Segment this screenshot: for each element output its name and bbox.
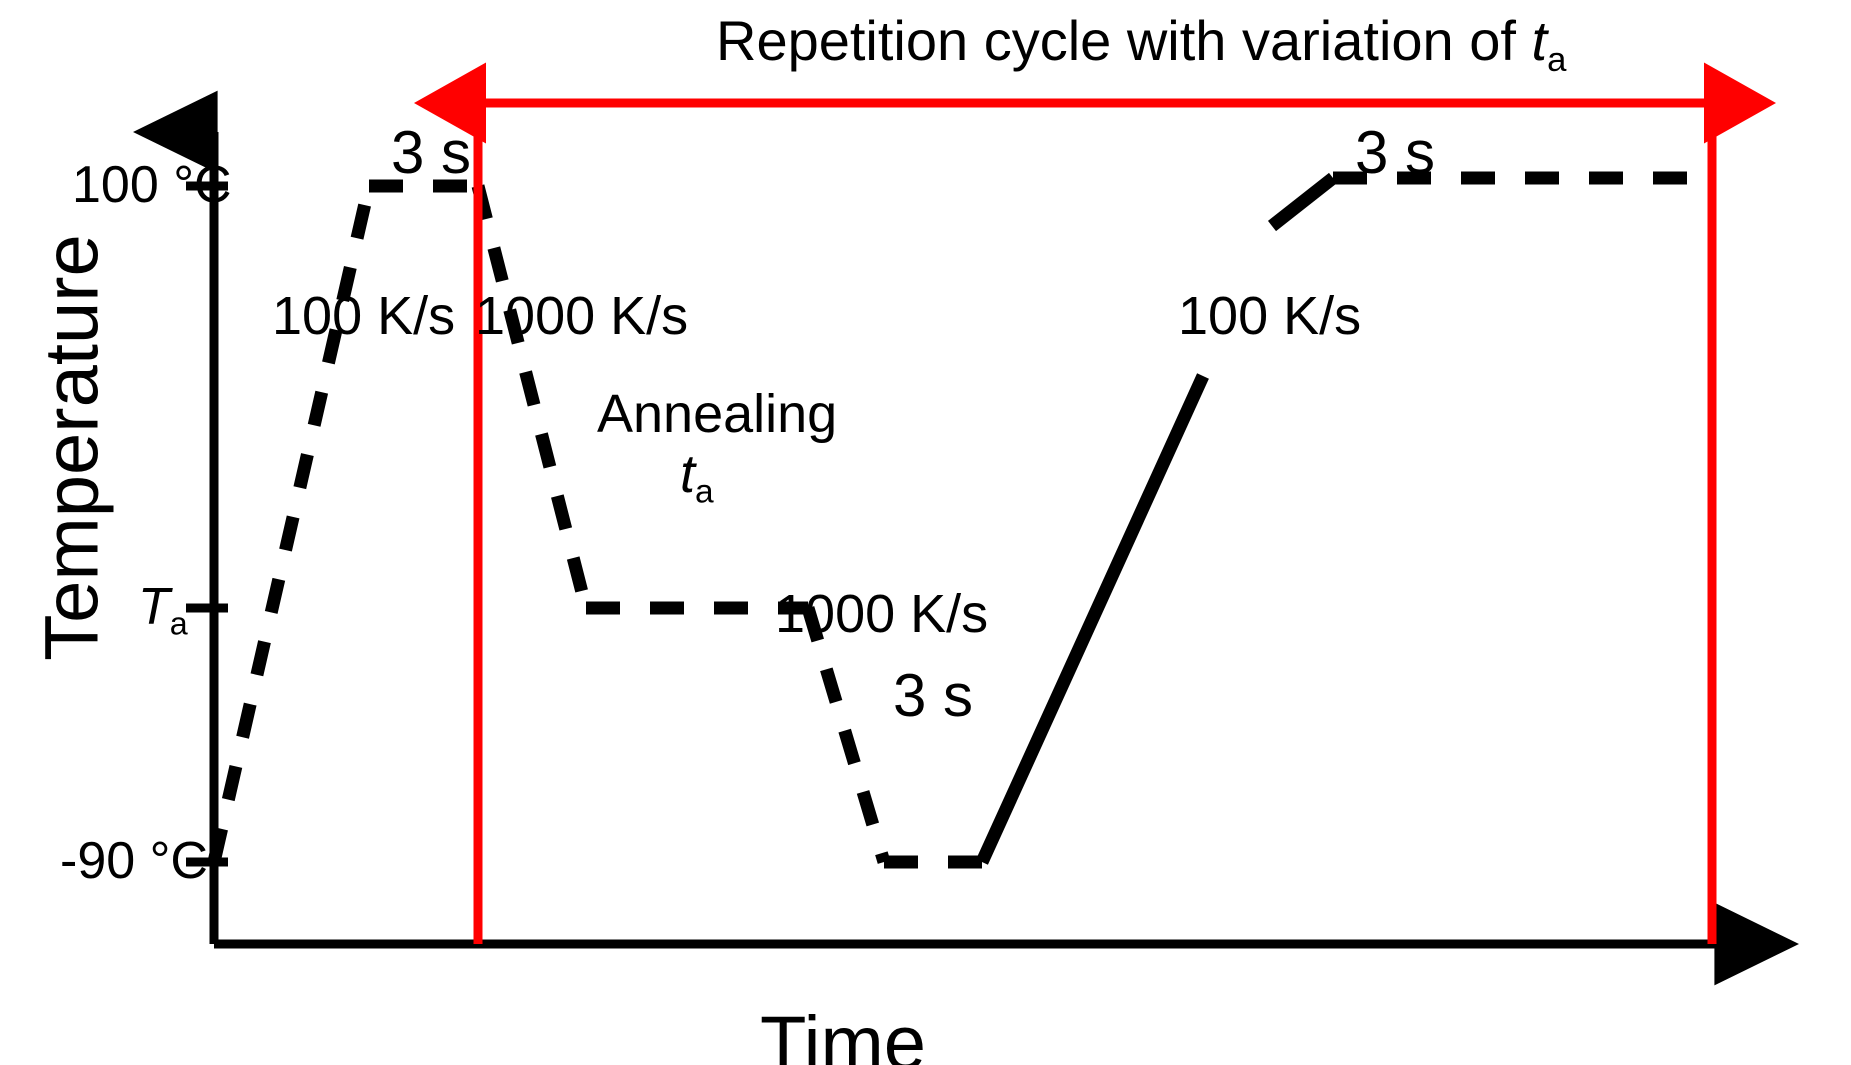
cycle-markers	[414, 62, 1776, 944]
chart-title: Repetition cycle with variation of ta	[716, 13, 1566, 78]
annotation-annealing: Annealing	[597, 384, 838, 444]
title-symbol: t	[1531, 9, 1548, 72]
annotation-hold-top-right: 3 s	[1355, 119, 1436, 186]
title-subscript: a	[1547, 41, 1567, 80]
y-tick-ta-symbol: T	[138, 578, 170, 636]
annotation-rate-heat-1: 100 K/s	[272, 286, 456, 346]
segment-cooling-2	[801, 606, 891, 864]
y-tick-label-minus90c: -90 °C	[60, 832, 208, 890]
annotation-hold-bottom: 3 s	[893, 662, 974, 729]
segment-heating-2	[976, 373, 1209, 865]
temperature-curve	[207, 171, 1712, 869]
annotation-rate-cool-1: 1000 K/s	[475, 286, 689, 346]
annotation-rate-cool-2: 1000 K/s	[775, 584, 989, 644]
segment-heating-2b	[1267, 172, 1338, 232]
y-tick-label-ta: Ta	[138, 581, 188, 640]
segment-cooling-1	[471, 184, 593, 610]
x-axis-label: Time	[760, 1001, 927, 1065]
y-axis-label: Temperature	[29, 234, 115, 661]
y-tick-ta-subscript: a	[169, 605, 188, 642]
segment-heating-1	[207, 184, 376, 864]
y-tick-label-100c: 100 °C	[72, 156, 232, 214]
annealing-time-subscript: a	[695, 473, 714, 511]
annotation-hold-top-left: 3 s	[391, 119, 472, 186]
title-text: Repetition cycle with variation of	[716, 9, 1532, 72]
axes-group	[133, 90, 1799, 986]
annotation-rate-heat-2: 100 K/s	[1178, 286, 1362, 346]
annealing-time-symbol: t	[680, 444, 696, 504]
annotation-annealing-time: ta	[680, 447, 714, 509]
